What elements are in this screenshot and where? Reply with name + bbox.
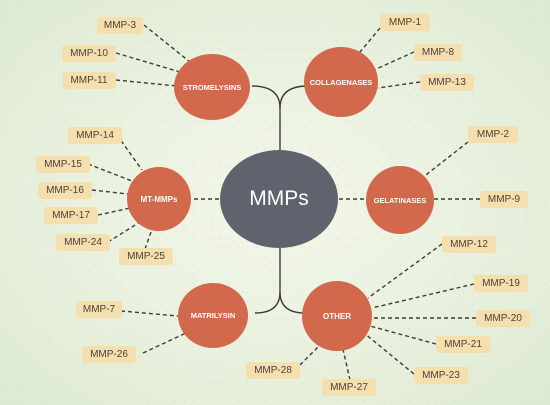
member-tag-mmp-7: MMP-7 — [76, 301, 122, 318]
member-tag-mmp-20: MMP-20 — [476, 310, 530, 327]
member-tag-mmp-10: MMP-10 — [62, 45, 116, 62]
member-tag-mmp-12: MMP-12 — [442, 236, 496, 253]
member-tag-mmp-13: MMP-13 — [420, 74, 474, 91]
member-tag-mmp-19: MMP-19 — [474, 275, 528, 292]
member-tag-mmp-14: MMP-14 — [68, 127, 122, 144]
member-tag-mmp-11: MMP-11 — [62, 72, 116, 89]
member-tag-mmp-16: MMP-16 — [38, 182, 92, 199]
member-tag-mmp-2: MMP-2 — [468, 126, 518, 143]
center-node: MMPs — [220, 150, 338, 248]
member-tag-mmp-3: MMP-3 — [97, 17, 143, 34]
group-node-matrilysin: MATRILYSIN — [178, 283, 248, 348]
member-tag-mmp-21: MMP-21 — [436, 336, 490, 353]
group-node-collagenases: COLLAGENASES — [304, 47, 378, 117]
member-tag-mmp-25: MMP-25 — [119, 248, 173, 265]
member-tag-mmp-26: MMP-26 — [82, 346, 136, 363]
group-node-gelatinases: GELATINASES — [366, 166, 434, 234]
member-tag-mmp-28: MMP-28 — [246, 362, 300, 379]
member-tag-mmp-15: MMP-15 — [36, 156, 90, 173]
member-tag-mmp-9: MMP-9 — [480, 191, 528, 208]
member-tag-mmp-8: MMP-8 — [414, 44, 462, 61]
member-tag-mmp-1: MMP-1 — [380, 14, 430, 31]
member-tag-mmp-27: MMP-27 — [322, 379, 376, 396]
member-tag-mmp-17: MMP-17 — [44, 207, 98, 224]
member-tag-mmp-23: MMP-23 — [414, 367, 468, 384]
group-node-other: OTHER — [302, 281, 372, 351]
group-node-mt-mmps: MT-MMPs — [127, 167, 191, 231]
member-tag-mmp-24: MMP-24 — [56, 234, 110, 251]
group-node-stromelysins: STROMELYSINS — [174, 54, 250, 120]
